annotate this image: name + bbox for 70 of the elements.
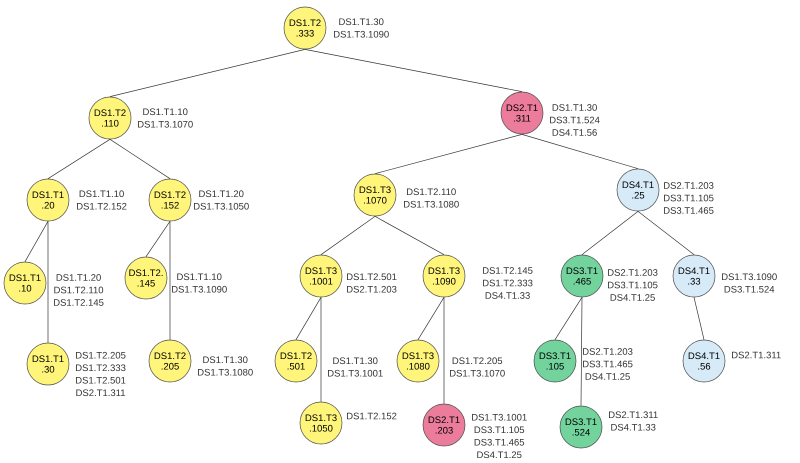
connector-line: [24, 221, 48, 262]
node-label: DS1.T2.333: [76, 364, 126, 372]
circle-node: DS1.T2. .145: [124, 256, 168, 300]
node-label: DS1.T2.205: [76, 352, 126, 359]
reference-list: DS1.T2.145 DS1.T2.333 DS4.T1.33: [483, 267, 532, 299]
reference-list: DS1.T1.30 DS1.T3.1080: [198, 356, 253, 376]
connector-line: [554, 297, 582, 340]
connector-line: [374, 216, 444, 255]
connector-line: [110, 139, 170, 179]
reference-list: DS2.T1.203 DS3.T1.465 DS4.T1.25: [583, 348, 632, 380]
circle-node: DS4.T1 .25: [616, 168, 660, 212]
reference-list: DS1.T1.10 DS1.T2.152: [76, 190, 126, 210]
circle-node: DS4.T1 .56: [682, 340, 726, 382]
circle-node: DS1.T3 .1080: [396, 340, 440, 382]
circle-node: DS1.T3 .1050: [300, 402, 342, 444]
connector-line: [522, 134, 638, 169]
reference-list: DS1.T2.110 DS1.T3.1080: [404, 188, 459, 208]
connector-line: [296, 297, 322, 340]
connector-line: [694, 297, 704, 340]
reference-list: DS1.T3.1001 DS3.T1.105 DS3.T1.465 DS4.T1.25: [472, 414, 527, 458]
connector-line: [418, 297, 444, 340]
reference-list: DS2.T1.203 DS3.T1.105 DS3.T1.465: [664, 182, 714, 214]
connector-line: [582, 211, 638, 255]
reference-list: DS1.T1.10 DS1.T3.1070: [138, 108, 193, 128]
reference-list: DS1.T1.30 DS3.T1.524 DS4.T1.56: [550, 104, 600, 136]
connector-line: [374, 134, 522, 174]
circle-node: DS1.T2 .152: [148, 178, 192, 222]
reference-list: DS1.T2.205 DS1.T2.333 DS1.T2.501 DS2.T1.311: [76, 352, 126, 396]
node-label: DS1.T3.1001: [472, 414, 527, 421]
reference-list: DS1.T1.30 DS1.T3.1001: [328, 357, 383, 377]
reference-list: DS1.T1.10 DS1.T3.1090: [172, 273, 227, 293]
connector-line: [110, 49, 306, 97]
node-label: DS2.T1.311: [76, 389, 126, 396]
circle-node: DS1.T3 .1070: [354, 174, 396, 216]
circle-node: DS3.T1 .524: [560, 406, 602, 448]
reference-list: DS1.T1.20 DS1.T3.1050: [194, 190, 249, 210]
reference-list: DS2.T1.311: [732, 352, 781, 358]
node-label: DS1.T2.501: [76, 376, 126, 384]
connector-line: [304, 49, 522, 92]
circle-node: DS1.T2 .333: [284, 6, 326, 50]
reference-list: DS1.T3.1090 DS3.T1.524: [722, 273, 777, 293]
connector-line: [320, 297, 322, 402]
circle-node: DS3.T1 .105: [534, 340, 576, 382]
connector-line: [638, 211, 694, 255]
node-label: DS3.T1.105: [474, 426, 524, 434]
reference-list: DS2.T1.311 DS4.T1.33: [609, 411, 658, 431]
circle-node: DS2.T1 .311: [500, 92, 544, 134]
reference-list: DS1.T1.20 DS1.T2.110 DS1.T2.145: [54, 274, 104, 306]
circle-node: DS1.T1 .20: [26, 178, 70, 222]
circle-node: DS3.T1 .465: [560, 254, 604, 298]
connector-line: [580, 297, 582, 406]
node-label: DS4.T1.25: [477, 451, 522, 458]
circle-node: DS1.T3 .1001: [300, 254, 342, 298]
circle-node: DS1.T2 .110: [88, 96, 132, 140]
circle-node: DS1.T1 .30: [26, 342, 70, 386]
node-label: DS3.T1.465: [474, 438, 524, 446]
circle-node: DS4.T1 .33: [672, 254, 716, 298]
reference-list: DS1.T2.152: [347, 412, 396, 420]
reference-list: DS1.T1.30 DS1.T3.1090: [334, 18, 389, 38]
circle-node: DS1.T1 .10: [4, 262, 46, 304]
reference-list: DS2.T1.203 DS3.T1.105 DS4.T1.25: [608, 269, 658, 301]
reference-list: DS1.T2.501 DS2.T1.203: [347, 273, 396, 293]
circle-node: DS1.T2 .205: [148, 340, 192, 382]
circle-node: DS2.T1 .203: [422, 404, 466, 446]
circle-node: DS1.T3 .1090: [422, 254, 466, 298]
connector-line: [146, 221, 170, 257]
circle-node: DS1.T2 .501: [274, 340, 318, 382]
reference-list: DS1.T2.205 DS1.T3.1070: [450, 357, 505, 377]
connector-line: [48, 139, 110, 179]
connector-line: [320, 216, 376, 255]
